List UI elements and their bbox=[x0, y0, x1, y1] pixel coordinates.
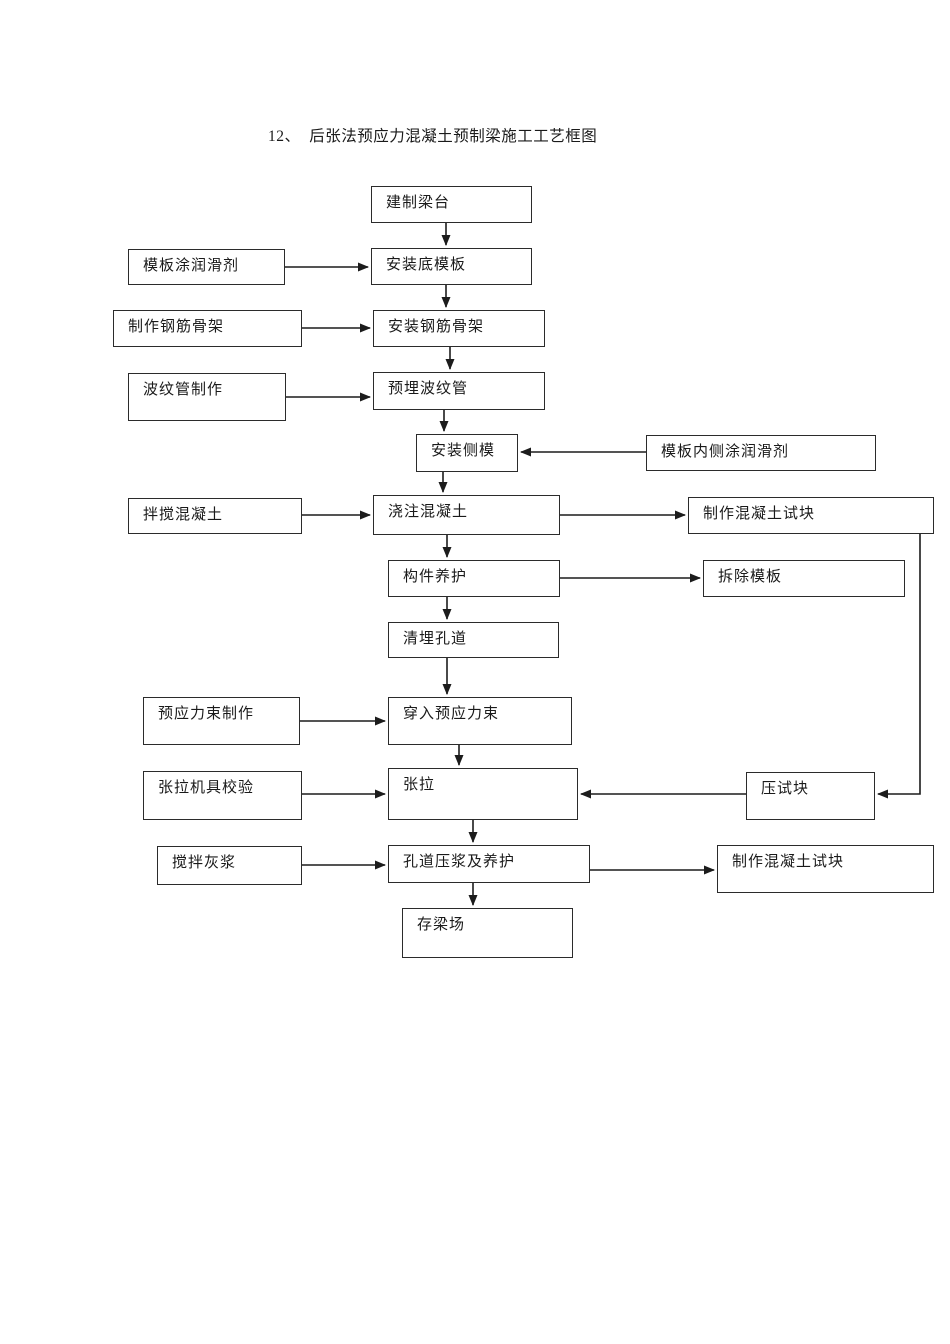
flow-node-tensioning-equipment-calibration: 张拉机具校验 bbox=[143, 771, 302, 820]
flow-node-formwork-lubricant: 模板涂润滑剂 bbox=[128, 249, 285, 285]
flow-node-embed-corrugated-pipe: 预埋波纹管 bbox=[373, 372, 545, 410]
flow-node-corrugated-pipe-making: 波纹管制作 bbox=[128, 373, 286, 421]
flow-node-install-rebar-skeleton: 安装钢筋骨架 bbox=[373, 310, 545, 347]
flow-node-clean-ducts: 清埋孔道 bbox=[388, 622, 559, 658]
flow-node-press-test-block: 压试块 bbox=[746, 772, 875, 820]
flow-node-component-curing: 构件养护 bbox=[388, 560, 560, 597]
flow-node-build-beam-platform: 建制梁台 bbox=[371, 186, 532, 223]
flow-node-beam-storage-yard: 存梁场 bbox=[402, 908, 573, 958]
flow-node-tensioning: 张拉 bbox=[388, 768, 578, 820]
flow-node-remove-formwork: 拆除模板 bbox=[703, 560, 905, 597]
flow-node-duct-grouting-and-curing: 孔道压浆及养护 bbox=[388, 845, 590, 883]
flow-node-mix-grout: 搅拌灰浆 bbox=[157, 846, 302, 885]
flow-node-make-concrete-test-block-2: 制作混凝土试块 bbox=[717, 845, 934, 893]
flow-node-make-concrete-test-block-1: 制作混凝土试块 bbox=[688, 497, 934, 534]
flow-node-thread-prestressed-tendon: 穿入预应力束 bbox=[388, 697, 572, 745]
flow-node-install-bottom-formwork: 安装底模板 bbox=[371, 248, 532, 285]
flow-node-pour-concrete: 浇注混凝土 bbox=[373, 495, 560, 535]
page-title: 12、 后张法预应力混凝土预制梁施工工艺框图 bbox=[268, 128, 598, 145]
flow-node-mix-concrete: 拌搅混凝土 bbox=[128, 498, 302, 534]
flow-node-install-side-formwork: 安装侧模 bbox=[416, 434, 518, 472]
flow-node-make-rebar-skeleton: 制作钢筋骨架 bbox=[113, 310, 302, 347]
flow-node-inner-formwork-lubricant: 模板内侧涂润滑剂 bbox=[646, 435, 876, 471]
flow-node-prestressed-tendon-making: 预应力束制作 bbox=[143, 697, 300, 745]
